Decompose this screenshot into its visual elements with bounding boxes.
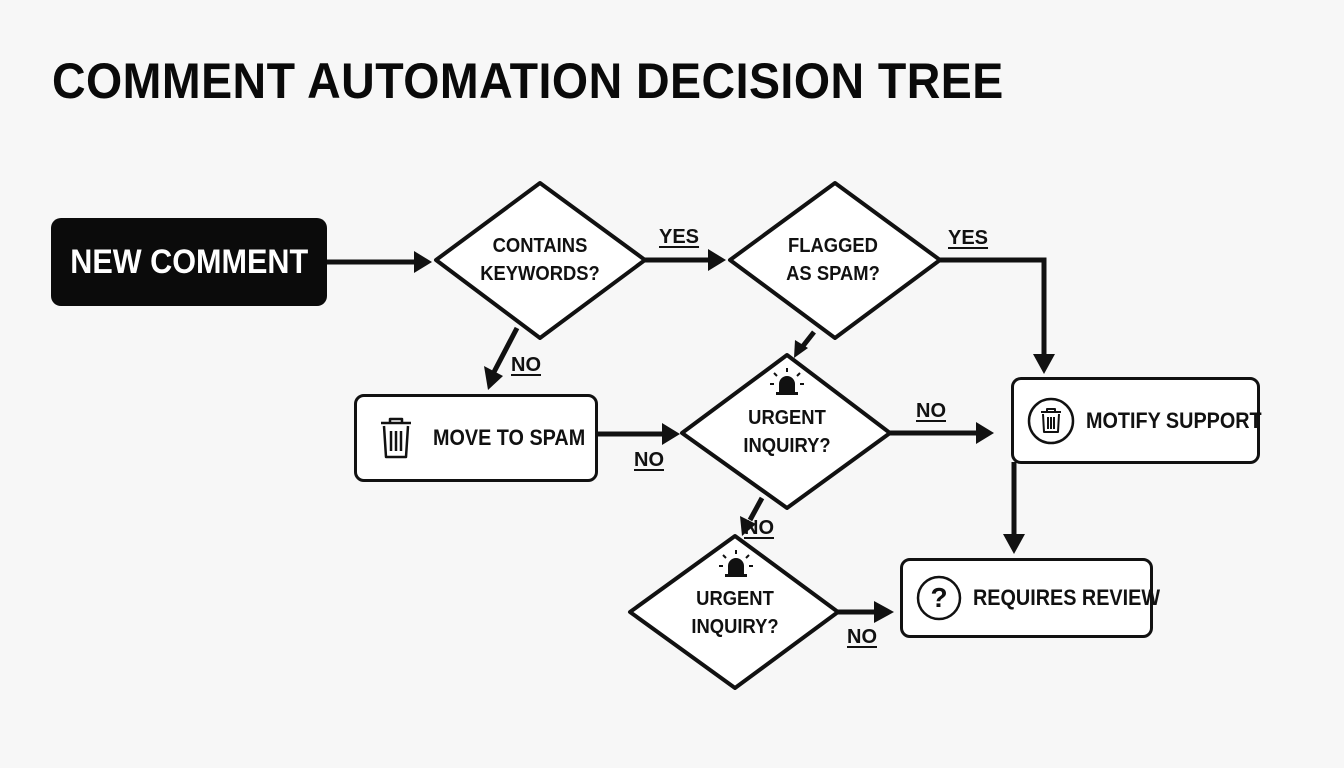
edge-label-contains-yes: YES — [659, 226, 700, 248]
arrowhead — [1003, 534, 1025, 554]
trash-icon — [379, 417, 413, 459]
edge-label-flagged-yes: YES — [948, 227, 989, 249]
decision-label-line: INQUIRY? — [743, 435, 831, 457]
diagram-title: COMMENT AUTOMATION DECISION TREE — [52, 53, 1004, 109]
decision-label-line: CONTAINS — [492, 235, 588, 257]
decision-flagged-spam-label: FLAGGED AS SPAM? — [786, 232, 880, 288]
arrowhead — [794, 340, 808, 358]
decision-label-line: INQUIRY? — [691, 616, 779, 638]
action-notify-support-label: MOTIFY SUPPORT — [1086, 407, 1262, 433]
decision-flagged-spam — [728, 181, 942, 340]
edge-label-urgent2-no: NO — [847, 626, 877, 648]
action-requires-review: ? REQUIRES REVIEW — [900, 558, 1160, 638]
trash-icon — [1026, 396, 1076, 446]
edge-flagged-to-urgent — [801, 330, 816, 348]
arrowhead — [1033, 354, 1055, 374]
start-node-new-comment: NEW COMMENT — [51, 218, 327, 306]
edge-label-urgent1-no-right: NO — [916, 400, 946, 422]
edge-label-contains-no: NO — [511, 354, 541, 376]
action-move-to-spam-label: MOVE TO SPAM — [433, 425, 586, 450]
decision-contains-keywords — [434, 181, 647, 340]
arrowhead — [662, 423, 680, 445]
decision-label-line: FLAGGED — [788, 235, 878, 257]
arrowhead — [484, 366, 503, 390]
action-notify-support: MOTIFY SUPPORT — [1011, 377, 1262, 464]
siren-icon — [719, 550, 753, 577]
edge-urgent1-no-down — [747, 496, 765, 522]
decision-urgent-inquiry-1 — [680, 353, 892, 510]
arrowhead — [414, 251, 432, 273]
decision-label-line: AS SPAM? — [786, 263, 880, 285]
edge-flagged-yes — [940, 257, 1047, 356]
arrowhead — [976, 422, 994, 444]
arrowhead — [874, 601, 894, 623]
arrowhead — [740, 516, 756, 536]
edge-label-move-no: NO — [634, 449, 664, 471]
question-mark-icon: ? — [915, 574, 963, 622]
action-move-to-spam: MOVE TO SPAM — [354, 394, 598, 482]
arrowhead — [708, 249, 726, 271]
siren-icon — [770, 368, 804, 395]
decision-urgent-inquiry-2 — [628, 534, 840, 690]
action-requires-review-label: REQUIRES REVIEW — [973, 585, 1161, 610]
decision-contains-keywords-label: CONTAINS KEYWORDS? — [480, 232, 600, 288]
edge-contains-no — [491, 326, 520, 374]
decision-urgent-inquiry-2-label: URGENT INQUIRY? — [691, 585, 778, 641]
decision-label-line: KEYWORDS? — [480, 263, 600, 285]
decision-label-line: URGENT — [696, 588, 774, 610]
edge-label-urgent1-no-down: NO — [744, 517, 774, 539]
decision-label-line: URGENT — [748, 407, 826, 429]
decision-urgent-inquiry-1-label: URGENT INQUIRY? — [743, 404, 830, 460]
start-node-label: NEW COMMENT — [70, 242, 308, 281]
svg-text:?: ? — [930, 582, 947, 613]
